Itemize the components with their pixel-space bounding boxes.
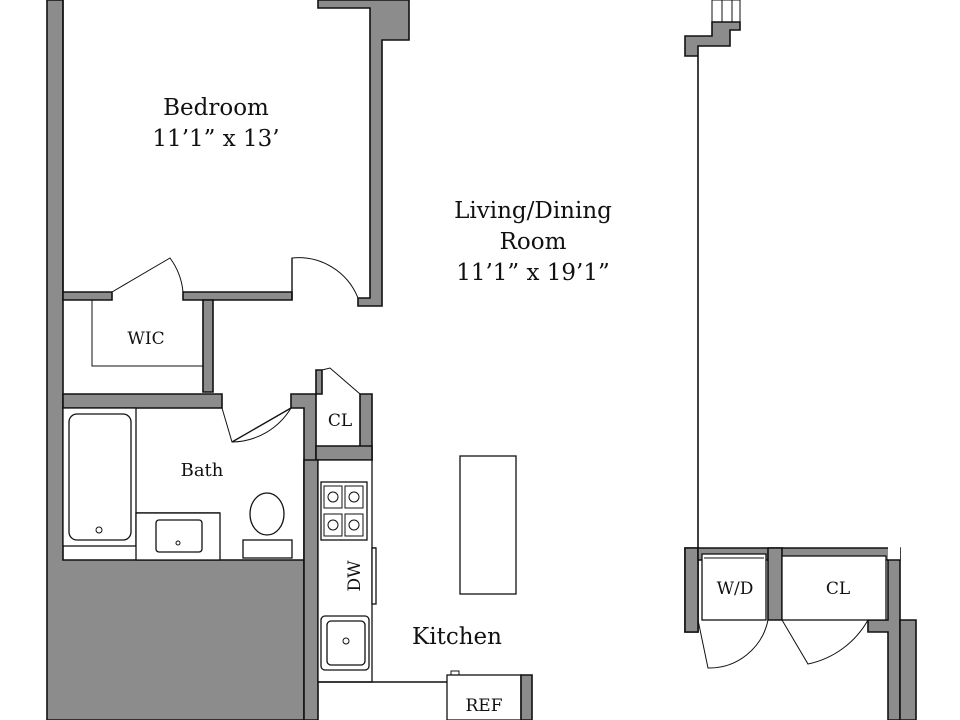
refrigerator-handle xyxy=(450,670,460,676)
right-closet-shelf xyxy=(781,555,887,621)
vanity-sink xyxy=(155,519,203,553)
wd-cl-divider-wall xyxy=(767,547,783,621)
living-room-label-line2: Room xyxy=(500,229,567,255)
burner-1 xyxy=(323,485,343,509)
bedroom-size: 11’1” x 13’ xyxy=(152,126,279,152)
bathtub xyxy=(68,413,132,541)
stove xyxy=(320,481,368,541)
dishwasher-label: DW xyxy=(345,560,365,592)
burner-ring-2 xyxy=(348,491,360,503)
washer-dryer-label: W/D xyxy=(717,579,754,599)
dishwasher-door xyxy=(371,547,377,605)
far-right-wall-hidden xyxy=(888,0,900,560)
living-dining-room: Living/Dining Room 11’1” x 19’1” xyxy=(454,198,612,286)
living-room-size: 11’1” x 19’1” xyxy=(456,260,610,286)
sink-drain xyxy=(175,540,181,546)
kitchen-sink-drain xyxy=(342,637,350,645)
burner-ring-1 xyxy=(327,491,339,503)
window-frame xyxy=(711,0,741,23)
refrigerator-side-wall xyxy=(520,674,533,720)
right-exterior-wall xyxy=(684,21,741,633)
bath-door-swing xyxy=(221,407,292,443)
kitchen-label: Kitchen xyxy=(412,624,502,650)
toilet-tank xyxy=(242,539,293,559)
kitchen-sink xyxy=(326,620,366,666)
hall-closet-door xyxy=(321,367,361,395)
right-closet-label: CL xyxy=(826,579,850,599)
kitchen-island xyxy=(459,455,517,595)
washer-dryer-unit xyxy=(701,553,767,621)
wic-label: WIC xyxy=(127,329,164,349)
wic-bottom-wall xyxy=(62,393,223,409)
bedroom-bottom-wall-mid xyxy=(182,291,293,301)
closet-left-wall xyxy=(315,369,323,395)
kitchen: DW REF Kitchen xyxy=(317,455,533,720)
bath-label: Bath xyxy=(181,460,224,481)
burner-2 xyxy=(344,485,364,509)
bathtub-drain xyxy=(95,526,103,534)
walk-in-closet: WIC xyxy=(91,300,203,367)
closet-bottom-wall xyxy=(315,445,373,461)
right-closet: CL xyxy=(781,555,887,665)
bedroom: Bedroom 11’1” x 13’ xyxy=(62,0,359,300)
bedroom-label: Bedroom xyxy=(163,95,269,121)
burner-4 xyxy=(344,513,364,537)
right-closet-door-swing xyxy=(781,619,869,665)
bedroom-right-wall xyxy=(317,0,410,307)
refrigerator-label: REF xyxy=(465,696,502,716)
bedroom-bottom-wall-left xyxy=(62,291,113,301)
wic-right-wall xyxy=(202,299,214,393)
right-lower-wall xyxy=(684,547,699,633)
bathroom: Bath xyxy=(62,407,293,561)
kitchen-left-wall xyxy=(303,459,319,720)
bedroom-door-swing xyxy=(291,257,359,299)
right-wall-block xyxy=(684,0,917,720)
burner-ring-4 xyxy=(348,519,360,531)
living-room-label-line1: Living/Dining xyxy=(454,198,612,224)
hall-closet-label: CL xyxy=(328,411,352,431)
bedroom-closet-door-swing xyxy=(111,257,184,293)
wic-shelf-line xyxy=(91,300,203,367)
wd-door-swing xyxy=(697,619,769,669)
far-right-exterior-wall xyxy=(899,619,917,720)
washer-dryer: W/D xyxy=(697,553,769,669)
bath-door-leaf xyxy=(231,407,292,443)
refrigerator xyxy=(446,674,522,720)
burner-3 xyxy=(323,513,343,537)
hall-closet: CL xyxy=(321,367,361,431)
toilet-bowl xyxy=(249,492,285,536)
left-wall-block xyxy=(46,0,410,720)
burner-ring-3 xyxy=(327,519,339,531)
